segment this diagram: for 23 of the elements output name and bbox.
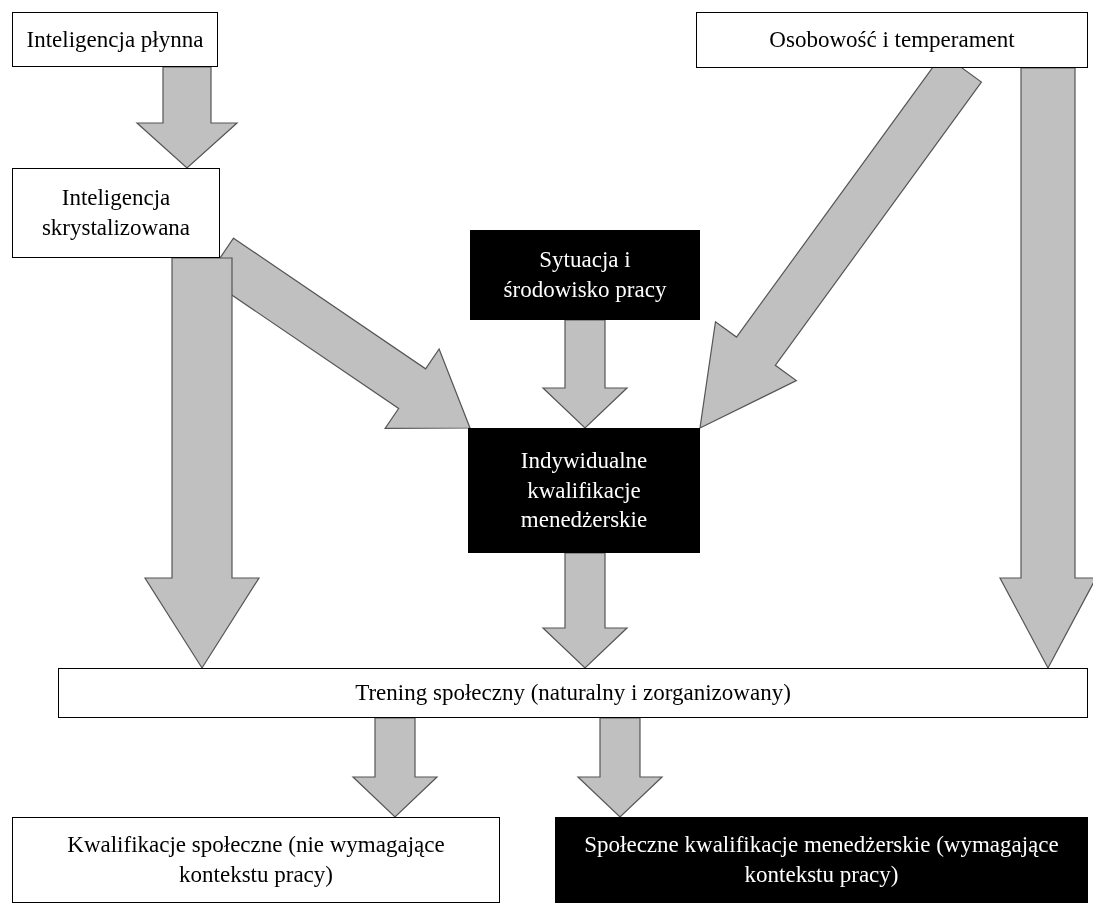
block-arrow: [143, 257, 261, 670]
block-arrow: [541, 319, 629, 429]
box-label: Inteligencja skrystalizowana: [40, 184, 192, 242]
highlighted-box: [470, 230, 700, 320]
box-label: Indywidualne kwalifikacje menedżerskie: [519, 446, 649, 535]
block-arrow: [999, 67, 1093, 670]
highlighted-box: [468, 428, 700, 553]
block-arrow: [576, 717, 664, 818]
process-box: [696, 12, 1088, 68]
process-box: [12, 12, 218, 67]
block-arrow: [351, 717, 439, 818]
highlighted-box: [555, 817, 1088, 903]
box-label: Inteligencja płynna: [26, 25, 204, 54]
process-box: [12, 817, 500, 903]
box-label: Sytuacja i środowisko pracy: [502, 246, 668, 304]
box-label: Trening społeczny (naturalny i zorganizowany): [355, 679, 791, 708]
box-label: Kwalifikacje społeczne (nie wymagające kontekstu pracy): [66, 831, 446, 889]
process-box: [58, 668, 1088, 718]
box-label: Osobowość i temperament: [769, 26, 1015, 55]
box-label: Społeczne kwalifikacje menedżerskie (wymagające kontekstu pracy): [583, 831, 1060, 889]
block-arrow: [135, 66, 239, 169]
block-arrow: [541, 552, 629, 669]
process-box: [12, 168, 220, 258]
